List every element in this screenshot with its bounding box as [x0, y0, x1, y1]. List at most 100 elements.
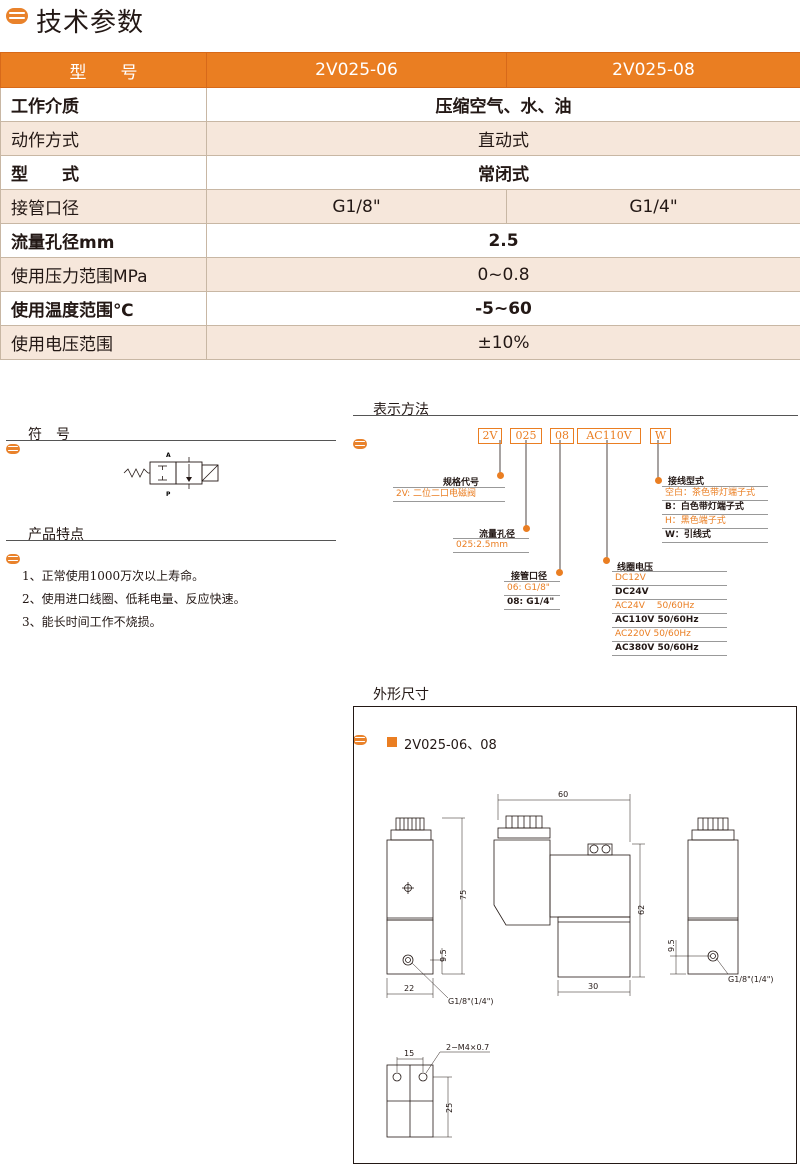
- header-label: 型 号: [0, 52, 207, 88]
- table-row: 动作方式 直动式: [0, 121, 800, 156]
- orifice-label: 流量孔径: [479, 530, 516, 540]
- table-row: 使用电压范围 ±10%: [0, 325, 800, 360]
- section-logo-icon: [353, 735, 367, 745]
- option: DC24V: [612, 586, 727, 600]
- section-logo-icon: [353, 439, 367, 449]
- bullet-square-icon: [387, 737, 397, 747]
- table-row: 工作介质 压缩空气、水、油: [0, 87, 800, 122]
- coil-voltage-options: DC12V DC24V AC24V 50/60Hz AC110V 50/60Hz…: [612, 571, 727, 656]
- code-port: 08: [550, 428, 574, 444]
- row-label: 工作介质: [0, 87, 207, 122]
- table-row: 使用温度范围℃ -5~60: [0, 291, 800, 326]
- valve-symbol-diagram: A P: [123, 452, 219, 498]
- notation-section-title: 表示方法: [373, 402, 429, 418]
- dim-22: 22: [404, 984, 414, 993]
- row-value: 常闭式: [206, 155, 800, 190]
- dim-75: 75: [459, 890, 468, 900]
- marker-dot: [603, 557, 610, 564]
- model-code-options: 2V: 二位二口电磁阀: [393, 487, 505, 502]
- screw-label: 2−M4×0.7: [446, 1043, 489, 1052]
- dim-9-5-right: 9.5: [667, 939, 676, 952]
- table-row: 接管口径 G1/8" G1/4": [0, 189, 800, 224]
- code-voltage: AC110V: [577, 428, 641, 444]
- port-size-options: 06: G1/8" 08: G1/4": [504, 581, 560, 610]
- notation-connector-lines: [499, 440, 659, 572]
- row-label: 流量孔径mm: [0, 223, 207, 258]
- option: 025:2.5mm: [453, 539, 529, 553]
- dim-62: 62: [637, 905, 646, 915]
- brand-logo-icon: [6, 8, 28, 24]
- option: 08: G1/4": [504, 596, 560, 610]
- row-value: 0~0.8: [206, 257, 800, 292]
- code-orifice: 025: [510, 428, 542, 444]
- port-label-right: G1/8"(1/4"): [728, 975, 774, 984]
- section-divider: [353, 415, 798, 416]
- feature-item: 1、正常使用1000万次以上寿命。: [22, 569, 205, 583]
- port-p-label: P: [166, 491, 171, 498]
- header-col2: 2V025-08: [506, 52, 800, 88]
- wiring-options: 空白：茶色带灯端子式 B：白色带灯端子式 H：黑色端子式 W：引线式: [662, 486, 768, 543]
- code-model: 2V: [478, 428, 502, 444]
- row-value: 压缩空气、水、油: [206, 87, 800, 122]
- section-divider: [6, 440, 336, 441]
- section-divider: [6, 540, 336, 541]
- dim-9-5-front: 9.5: [439, 949, 448, 962]
- option: 06: G1/8": [504, 582, 560, 596]
- row-label: 使用电压范围: [0, 325, 207, 360]
- dimension-drawing: 60 75 62 9.5 9.5 22 30 G1/8"(1/4") G1/8"…: [386, 790, 774, 1138]
- option: AC380V 50/60Hz: [612, 642, 727, 656]
- dim-30: 30: [588, 982, 598, 991]
- row-value-col1: G1/8": [206, 189, 507, 224]
- port-a-label: A: [166, 452, 171, 459]
- option: 2V: 二位二口电磁阀: [393, 488, 505, 502]
- marker-dot: [497, 472, 504, 479]
- marker-dot: [523, 525, 530, 532]
- code-wiring: W: [650, 428, 671, 444]
- section-logo-icon: [6, 444, 20, 454]
- table-row: 使用压力范围MPa 0~0.8: [0, 257, 800, 292]
- row-label: 使用压力范围MPa: [0, 257, 207, 292]
- dimensions-subtitle: 2V025-06、08: [404, 738, 497, 753]
- port-label-front: G1/8"(1/4"): [448, 997, 494, 1006]
- row-value: 2.5: [206, 223, 800, 258]
- feature-item: 2、使用进口线圈、低耗电量、反应快速。: [22, 592, 246, 606]
- symbol-section-title: 符 号: [28, 427, 70, 443]
- header-col1: 2V025-06: [206, 52, 507, 88]
- features-section-title: 产品特点: [28, 527, 84, 543]
- marker-dot: [556, 569, 563, 576]
- option: AC110V 50/60Hz: [612, 614, 727, 628]
- dim-15: 15: [404, 1049, 414, 1058]
- orifice-options: 025:2.5mm: [453, 538, 529, 553]
- dimensions-section-title: 外形尺寸: [373, 687, 429, 703]
- option: W：引线式: [662, 529, 768, 543]
- option: DC12V: [612, 572, 727, 586]
- table-header-row: 型 号 2V025-06 2V025-08: [0, 52, 800, 88]
- model-code-label: 规格代号: [443, 478, 480, 488]
- table-row: 流量孔径mm 2.5: [0, 223, 800, 258]
- coil-voltage-label: 线圈电压: [617, 563, 654, 573]
- option: AC220V 50/60Hz: [612, 628, 727, 642]
- row-label: 动作方式: [0, 121, 207, 156]
- dimensions-frame: [353, 706, 797, 1164]
- row-value-col2: G1/4": [506, 189, 800, 224]
- page-title: 技术参数: [36, 8, 145, 38]
- feature-item: 3、能长时间工作不烧损。: [22, 615, 162, 629]
- marker-dot: [655, 477, 662, 484]
- option: 空白：茶色带灯端子式: [662, 487, 768, 501]
- row-value: -5~60: [206, 291, 800, 326]
- row-value: ±10%: [206, 325, 800, 360]
- wiring-label: 接线型式: [668, 477, 705, 487]
- row-value: 直动式: [206, 121, 800, 156]
- row-label: 型 式: [0, 155, 207, 190]
- option: B：白色带灯端子式: [662, 501, 768, 515]
- port-size-label: 接管口径: [511, 572, 548, 582]
- option: H：黑色端子式: [662, 515, 768, 529]
- dim-25: 25: [445, 1103, 454, 1113]
- dim-60: 60: [558, 790, 568, 799]
- row-label: 接管口径: [0, 189, 207, 224]
- section-logo-icon: [6, 554, 20, 564]
- table-row: 型 式 常闭式: [0, 155, 800, 190]
- spec-table: 型 号 2V025-06 2V025-08 工作介质 压缩空气、水、油 动作方式…: [0, 52, 800, 360]
- row-label: 使用温度范围℃: [0, 291, 207, 326]
- option: AC24V 50/60Hz: [612, 600, 727, 614]
